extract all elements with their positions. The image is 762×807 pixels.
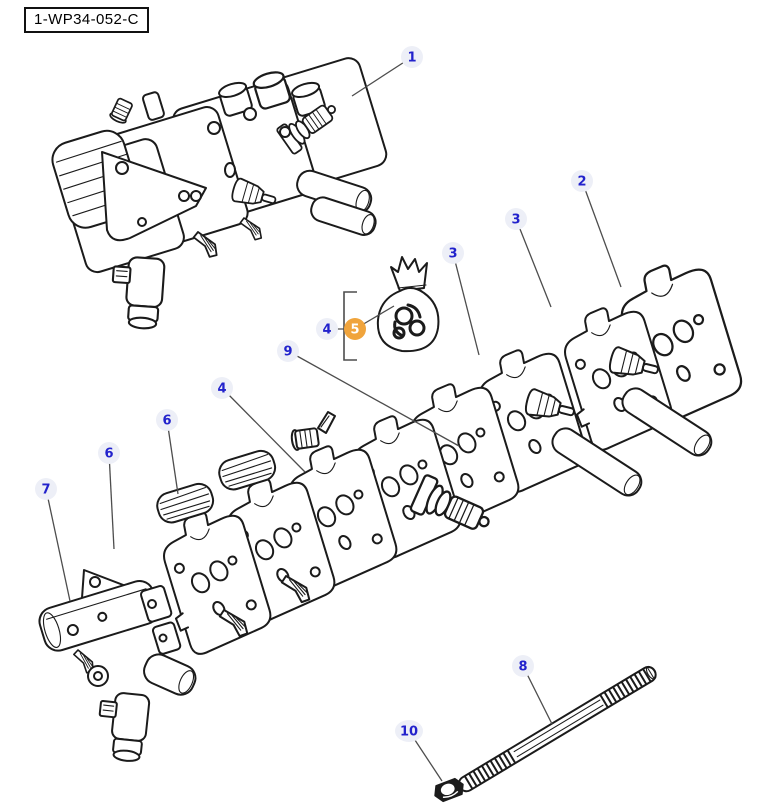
nut-drawing xyxy=(434,777,464,803)
part-1-drawing xyxy=(51,57,388,331)
leader-line-3a xyxy=(515,218,552,308)
callout-bubble-4a[interactable] xyxy=(316,318,338,340)
seal-kit-bag-drawing xyxy=(376,256,440,353)
callout-leader-lines xyxy=(45,56,622,782)
leader-line-2 xyxy=(581,180,622,288)
callout-number-5: 5 xyxy=(350,323,359,338)
callout-number-10: 10 xyxy=(400,725,418,740)
group-bracket-layer xyxy=(343,291,357,361)
callout-bubble-2[interactable] xyxy=(571,170,593,192)
callout-1[interactable]: 1 xyxy=(401,46,423,68)
diagram-code-text: 1-WP34-052-C xyxy=(34,11,139,28)
part-9-drawing xyxy=(289,372,526,564)
callout-6b[interactable]: 6 xyxy=(98,442,120,464)
callout-3b[interactable]: 3 xyxy=(442,242,464,264)
callout-bubble-4b[interactable] xyxy=(211,377,233,399)
leader-line-9 xyxy=(287,350,460,447)
callout-bubble-6b[interactable] xyxy=(98,442,120,464)
callout-bubbles: 1 2 3 3 4 5 9 4 6 6 7 8 10 xyxy=(35,46,593,742)
callout-number-2: 2 xyxy=(577,175,586,190)
leader-line-4b xyxy=(221,387,306,473)
callout-4a[interactable]: 4 xyxy=(316,318,338,340)
leader-line-3b xyxy=(452,252,480,356)
callout-number-7: 7 xyxy=(41,483,50,498)
callout-number-8: 8 xyxy=(518,660,527,675)
callout-4b[interactable]: 4 xyxy=(211,377,233,399)
line-art-layer xyxy=(38,57,749,803)
callout-9[interactable]: 9 xyxy=(277,340,299,362)
callout-6a[interactable]: 6 xyxy=(156,409,178,431)
callout-10[interactable]: 10 xyxy=(395,720,423,742)
callout-2[interactable]: 2 xyxy=(571,170,593,192)
leader-line-1 xyxy=(351,56,413,97)
callout-number-9: 9 xyxy=(283,345,292,360)
callout-bubble-3a[interactable] xyxy=(505,208,527,230)
part-7-drawing xyxy=(38,569,197,764)
callout-number-4b: 4 xyxy=(217,382,226,397)
callout-8[interactable]: 8 xyxy=(512,655,534,677)
callout-bubble-9[interactable] xyxy=(277,340,299,362)
tie-rod-drawing xyxy=(457,665,657,793)
callout-bubble-6a[interactable] xyxy=(156,409,178,431)
leader-line-7 xyxy=(45,488,71,602)
diagram-code-label: 1-WP34-052-C xyxy=(24,7,149,33)
callout-bubble-5[interactable] xyxy=(344,318,366,340)
group-bracket xyxy=(343,291,357,361)
leader-line-6b xyxy=(108,452,115,550)
callout-number-6a: 6 xyxy=(162,414,171,429)
callout-bubble-10[interactable] xyxy=(395,720,423,742)
callout-number-1: 1 xyxy=(407,51,416,66)
callout-number-3a: 3 xyxy=(511,213,520,228)
callout-number-6b: 6 xyxy=(104,447,113,462)
callout-5[interactable]: 5 xyxy=(344,318,366,340)
callout-bubble-7[interactable] xyxy=(35,478,57,500)
callout-number-3b: 3 xyxy=(448,247,457,262)
callout-bubble-1[interactable] xyxy=(401,46,423,68)
callout-number-4a: 4 xyxy=(322,323,331,338)
callout-7[interactable]: 7 xyxy=(35,478,57,500)
callout-bubble-3b[interactable] xyxy=(442,242,464,264)
leader-line-6a xyxy=(166,419,179,495)
callout-bubble-8[interactable] xyxy=(512,655,534,677)
callout-3a[interactable]: 3 xyxy=(505,208,527,230)
